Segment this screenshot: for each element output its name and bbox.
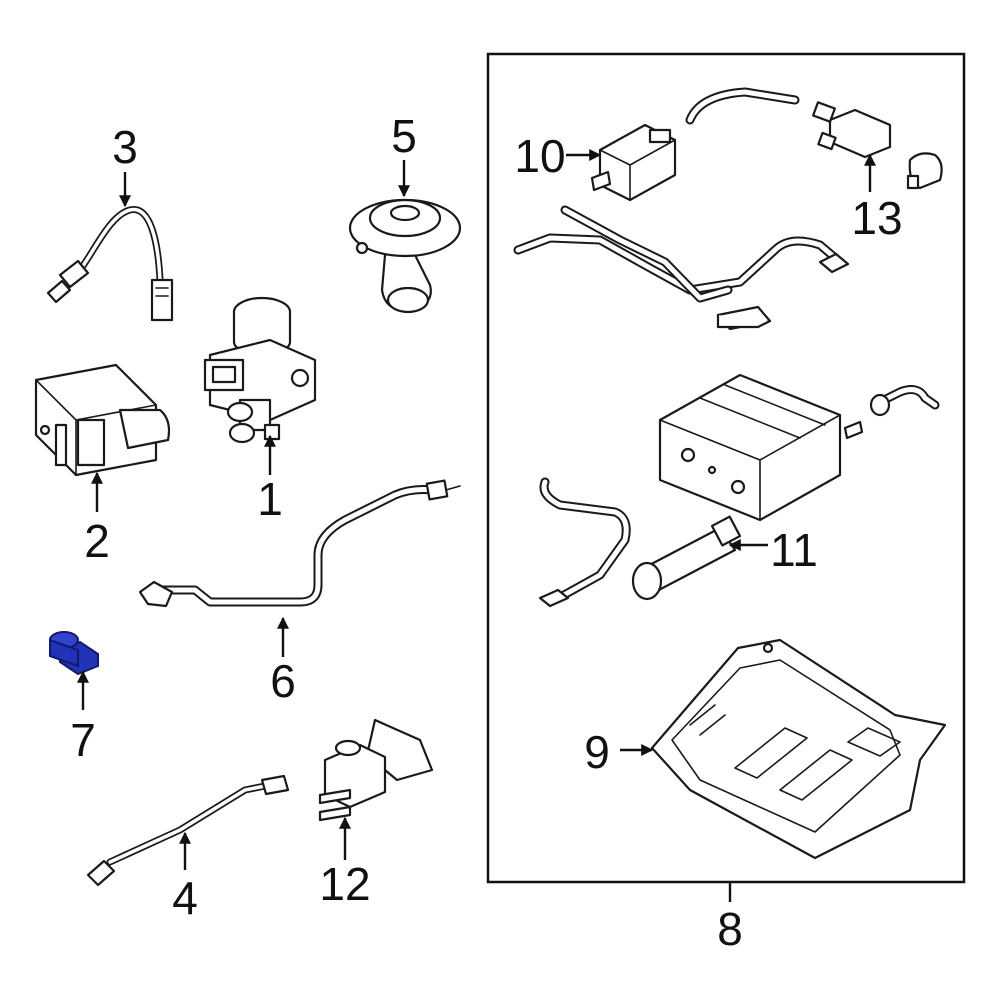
callout-13: 13	[851, 153, 903, 244]
svg-text:7: 7	[70, 714, 96, 766]
part-3-oxygen-sensor[interactable]	[46, 206, 174, 322]
callout-11: 11	[728, 524, 818, 576]
svg-text:10: 10	[514, 130, 565, 182]
callout-8: 8	[717, 882, 743, 955]
svg-text:2: 2	[84, 515, 110, 567]
part-1-vacuum-regulator[interactable]	[203, 296, 317, 444]
svg-text:13: 13	[851, 192, 902, 244]
part-4-oxygen-sensor[interactable]	[86, 774, 290, 887]
part-9-shield-tray[interactable]	[650, 638, 947, 860]
svg-text:9: 9	[584, 726, 610, 778]
callout-1: 1	[257, 434, 283, 525]
callout-7: 7	[70, 670, 96, 766]
vapor-hose	[685, 87, 800, 125]
callout-10: 10	[514, 130, 602, 182]
callout-12: 12	[319, 816, 371, 910]
kit-frame	[486, 52, 966, 884]
callout-4: 4	[172, 831, 198, 924]
svg-text:3: 3	[112, 121, 138, 173]
bent-vapor-line	[538, 477, 631, 608]
callout-3: 3	[112, 121, 138, 208]
svg-text:11: 11	[770, 524, 818, 576]
callout-6: 6	[270, 616, 296, 707]
callout-2: 2	[84, 471, 110, 567]
svg-text:12: 12	[319, 858, 370, 910]
charcoal-canister	[658, 373, 864, 522]
part-2-pressure-sensor[interactable]	[34, 363, 171, 477]
part-7-highlighted-sensor[interactable]	[49, 631, 99, 676]
callout-5: 5	[391, 110, 417, 198]
svg-text:6: 6	[270, 655, 296, 707]
vapor-lines	[513, 205, 850, 331]
callout-9: 9	[584, 726, 654, 778]
svg-text:8: 8	[717, 903, 743, 955]
svg-text:4: 4	[172, 872, 198, 924]
part-13-vent-valve[interactable]	[812, 101, 943, 190]
part-5-egr-valve[interactable]	[348, 198, 462, 314]
part-10-purge-valve[interactable]	[590, 123, 677, 202]
svg-text:5: 5	[391, 110, 417, 162]
svg-text:1: 1	[257, 473, 283, 525]
part-11-filter[interactable]	[631, 515, 742, 601]
part-12-vacuum-solenoid[interactable]	[318, 718, 434, 822]
elbow-hose	[869, 385, 940, 417]
part-6-egr-tube[interactable]	[138, 479, 461, 608]
